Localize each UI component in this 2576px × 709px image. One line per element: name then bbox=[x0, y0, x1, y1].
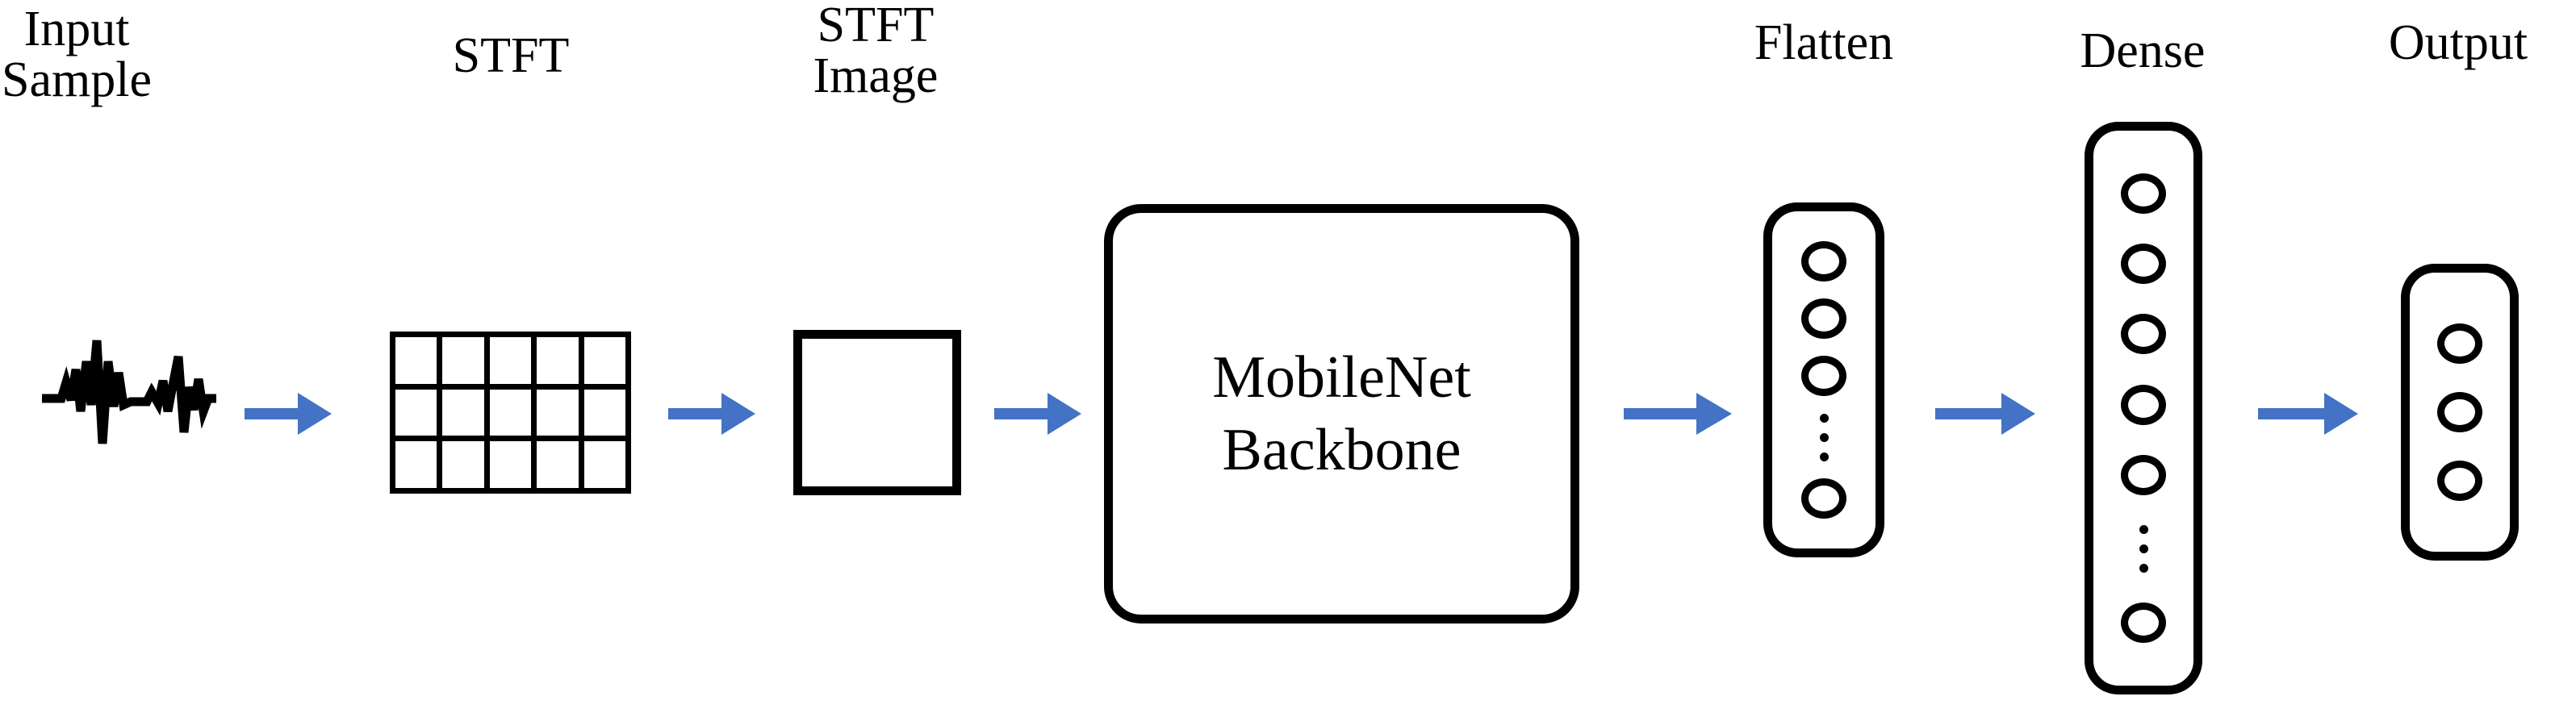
vertical-ellipsis-icon bbox=[2139, 524, 2148, 573]
neuron bbox=[2437, 323, 2482, 364]
stft-image-square bbox=[793, 330, 961, 495]
flatten-box bbox=[1763, 202, 1884, 557]
output-box bbox=[2401, 264, 2519, 561]
grid-cell bbox=[389, 332, 443, 390]
stft-grid bbox=[389, 332, 632, 494]
neuron bbox=[1801, 241, 1846, 282]
output-label: Output bbox=[2388, 15, 2528, 70]
grid-cell bbox=[578, 436, 632, 494]
grid-cell bbox=[531, 383, 584, 442]
grid-cell bbox=[437, 332, 490, 390]
neuron bbox=[1801, 356, 1846, 397]
grid-cell bbox=[389, 436, 443, 494]
arrow-backbone-to-flatten bbox=[1624, 393, 1732, 435]
neuron bbox=[2121, 384, 2166, 425]
arrow-dense-to-output bbox=[2258, 393, 2358, 435]
grid-cell bbox=[531, 332, 584, 390]
mobilenet-backbone-box: MobileNet Backbone bbox=[1104, 204, 1579, 624]
neuron bbox=[1801, 478, 1846, 519]
stft-label: STFT bbox=[452, 28, 570, 83]
grid-cell bbox=[389, 383, 443, 442]
neuron bbox=[2121, 314, 2166, 355]
neuron bbox=[1801, 298, 1846, 340]
flatten-label: Flatten bbox=[1754, 15, 1894, 70]
vertical-ellipsis-icon bbox=[1819, 413, 1829, 461]
input-sample-label: Input Sample bbox=[2, 2, 152, 108]
arrow-flatten-to-dense bbox=[1935, 393, 2035, 435]
grid-cell bbox=[483, 436, 537, 494]
arrow-stft-to-image bbox=[668, 393, 755, 435]
neuron bbox=[2121, 454, 2166, 495]
grid-cell bbox=[578, 332, 632, 390]
stft-image-label: STFT Image bbox=[813, 0, 939, 104]
audio-waveform-icon bbox=[42, 340, 216, 444]
grid-row bbox=[389, 332, 632, 390]
dense-box bbox=[2085, 122, 2202, 694]
arrow-image-to-backbone bbox=[994, 393, 1081, 435]
neuron bbox=[2437, 392, 2482, 432]
grid-cell bbox=[578, 383, 632, 442]
grid-cell bbox=[437, 383, 490, 442]
grid-row bbox=[389, 436, 632, 494]
grid-cell bbox=[531, 436, 584, 494]
arrow-input-to-stft bbox=[245, 393, 332, 435]
dense-label: Dense bbox=[2080, 23, 2206, 78]
grid-cell bbox=[483, 383, 537, 442]
grid-cell bbox=[437, 436, 490, 494]
grid-row bbox=[389, 383, 632, 442]
neuron bbox=[2121, 602, 2166, 643]
neuron bbox=[2437, 461, 2482, 501]
neuron bbox=[2121, 173, 2166, 215]
neuron bbox=[2121, 244, 2166, 285]
grid-cell bbox=[483, 332, 537, 390]
mobilenet-backbone-label: MobileNet Backbone bbox=[1212, 344, 1471, 483]
